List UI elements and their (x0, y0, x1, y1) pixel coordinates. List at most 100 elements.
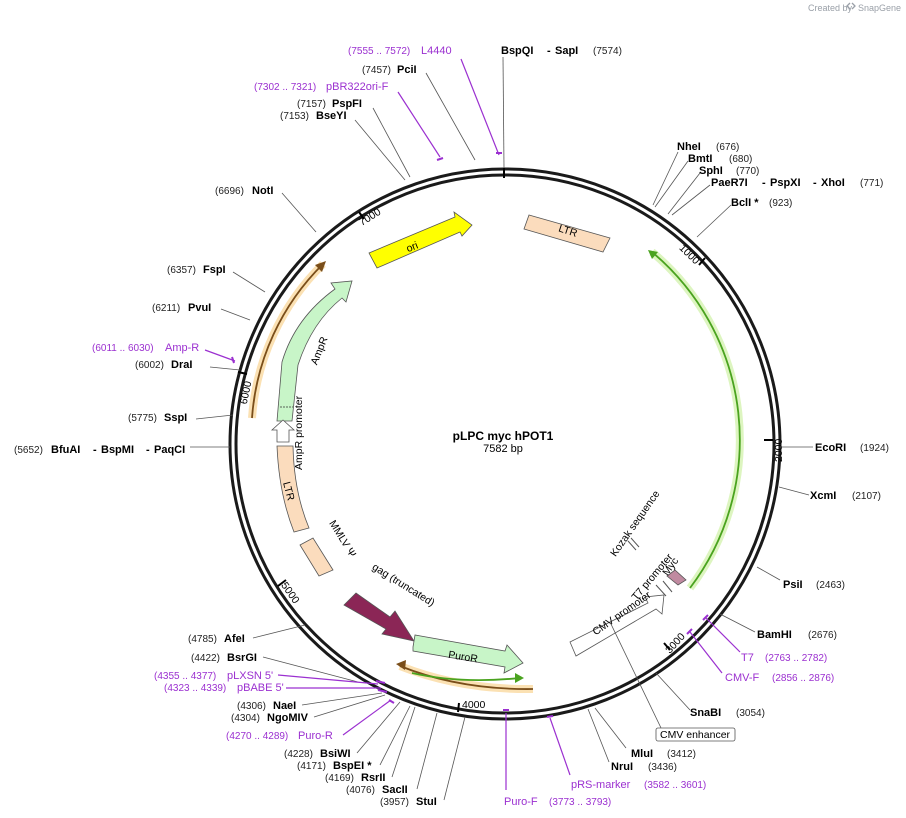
feature-ampr-promoter[interactable]: AmpR promoter (270, 395, 305, 470)
primer-pbabe[interactable]: (4323 .. 4339) pBABE 5' (164, 682, 284, 694)
primer-plxsn[interactable]: (4355 .. 4377) pLXSN 5' (154, 670, 273, 682)
site-bamhi[interactable]: BamHI (2676) (757, 629, 837, 641)
site-paer7i[interactable]: PaeR7I - PspXI - XhoI (771) (711, 177, 883, 189)
site-ecori[interactable]: EcoRI (1924) (815, 442, 889, 454)
site-nhei[interactable]: NheI (676) (677, 141, 739, 153)
feature-ori[interactable]: ori (368, 211, 473, 269)
primer-l4440[interactable]: (7555 .. 7572) L4440 (348, 45, 452, 57)
paer7i-dash-1: - (762, 177, 766, 189)
naei-name: NaeI (273, 700, 296, 712)
leader-t7 (705, 617, 741, 653)
site-drai[interactable]: (6002) DraI (135, 359, 192, 371)
bspqi-name: BspQI (501, 45, 533, 57)
kozak-mark-2 (630, 537, 640, 548)
ori-arrow (368, 211, 473, 269)
site-sphi[interactable]: SphI (770) (699, 165, 759, 177)
mark-prs (546, 715, 554, 718)
mark-puror-primer (388, 699, 395, 704)
feature-puror[interactable]: PuroR (412, 634, 524, 674)
mlui-pos: (3412) (667, 749, 696, 760)
leader-prs (549, 717, 571, 776)
leader-paer7i (671, 184, 711, 216)
site-pcii[interactable]: (7457) PciI (362, 64, 417, 76)
ecori-name: EcoRI (815, 442, 846, 454)
gag-label: gag (truncated) (370, 561, 437, 609)
site-naei[interactable]: (4306) NaeI (237, 700, 296, 712)
cmv-enhancer-label: CMV enhancer (660, 729, 731, 741)
site-pspfi[interactable]: (7157) PspFI (297, 98, 362, 110)
site-snabi[interactable]: SnaBI (3054) (690, 707, 765, 719)
ampr-label: AmpR (308, 335, 330, 367)
xcmi-pos: (2107) (852, 491, 881, 502)
pcii-name: PciI (397, 64, 417, 76)
primer-ampr[interactable]: (6011 .. 6030) Amp-R (92, 342, 199, 354)
plasmid-name: pLPC myc hPOT1 (453, 429, 554, 443)
feature-cmv-promoter[interactable]: CMV promoter (569, 589, 665, 657)
orf-line-bottom (399, 665, 534, 690)
feature-gag[interactable]: gag (truncated) (343, 561, 437, 642)
myc-mark (662, 580, 673, 593)
site-ngomiv[interactable]: (4304) NgoMIV (231, 712, 309, 724)
afei-pos: (4785) (188, 634, 217, 645)
primer-pbr322[interactable]: (7302 .. 7321) pBR322ori-F (254, 81, 389, 93)
site-nrui[interactable]: NruI (3436) (611, 761, 677, 773)
rsrii-name: RsrII (361, 772, 385, 784)
leader-bamhi (719, 613, 756, 633)
feature-ltr-left[interactable]: LTR (276, 445, 310, 533)
site-noti[interactable]: (6696) NotI (215, 185, 273, 197)
site-bfuai[interactable]: (5652) BfuAI - BspMI - PaqCI (14, 444, 185, 456)
feature-cmv-enhancer[interactable]: CMV enhancer (609, 621, 736, 742)
primer-cmvf[interactable]: CMV-F (2856 .. 2876) (725, 672, 834, 684)
drai-pos: (6002) (135, 360, 164, 371)
snabi-pos: (3054) (736, 708, 765, 719)
paer7i-name: PaeR7I (711, 177, 748, 189)
primer-t7[interactable]: T7 (2763 .. 2782) (741, 652, 827, 664)
pcii-pos: (7457) (362, 65, 391, 76)
site-psii[interactable]: PsiI (2463) (783, 579, 845, 591)
site-stui[interactable]: (3957) StuI (380, 796, 437, 808)
site-xcmi[interactable]: XcmI (2107) (810, 490, 881, 502)
l4440-name: L4440 (421, 45, 452, 57)
site-sacii[interactable]: (4076) SacII (346, 784, 408, 796)
mark-cmvf (686, 628, 693, 635)
myc-box (666, 569, 687, 586)
cmv-enhancer-box (655, 727, 736, 742)
site-fspi[interactable]: (6357) FspI (167, 264, 226, 276)
site-afei[interactable]: (4785) AfeI (188, 633, 245, 645)
site-bspei[interactable]: (4171) BspEI * (297, 760, 372, 772)
site-pvui[interactable]: (6211) PvuI (152, 302, 211, 314)
tick-1000 (698, 257, 706, 266)
site-bseyi[interactable]: (7153) BseYI (280, 110, 347, 122)
feature-ltr-top[interactable]: LTR (523, 214, 611, 253)
site-mlui[interactable]: MluI (3412) (631, 748, 696, 760)
primer-puror[interactable]: (4270 .. 4289) Puro-R (226, 730, 333, 742)
site-bcli[interactable]: BclI * (923) (731, 197, 792, 209)
mmlv-label: MMLV Ψ (326, 518, 358, 560)
bsrgi-pos: (4422) (191, 653, 220, 664)
tick-7000 (358, 211, 365, 220)
site-rsrii[interactable]: (4169) RsrII (325, 772, 385, 784)
ltr-top-label: LTR (557, 223, 579, 240)
site-bsrgi[interactable]: (4422) BsrGI (191, 652, 257, 664)
primer-purof[interactable]: Puro-F (3773 .. 3793) (504, 796, 611, 808)
fspi-pos: (6357) (167, 265, 196, 276)
mark-ampr-primer (231, 356, 235, 364)
sapi-name-2: SapI (555, 45, 578, 57)
t7-promoter-mark (655, 584, 667, 597)
stui-pos: (3957) (380, 797, 409, 808)
ltr-left-label: LTR (280, 480, 297, 502)
site-bspqi[interactable]: BspQI - SapI (7574) (501, 45, 622, 57)
leader-cmvf (689, 631, 723, 674)
orf-arrow-bottom-green (515, 673, 524, 683)
ngomiv-name: NgoMIV (267, 712, 309, 724)
leader-noti (281, 192, 317, 233)
feature-kozak[interactable]: Kozak sequence (608, 488, 662, 559)
site-bmti[interactable]: BmtI (680) (688, 153, 752, 165)
site-bsiwi[interactable]: (4228) BsiWI (284, 748, 351, 760)
bfuai-dash-2: - (146, 444, 150, 456)
primer-prs[interactable]: pRS-marker (3582 .. 3601) (571, 779, 706, 791)
prs-range: (3582 .. 3601) (644, 780, 706, 791)
pbabe-range: (4323 .. 4339) (164, 683, 226, 694)
plasmid-size: 7582 bp (483, 443, 523, 455)
site-sspi[interactable]: (5775) SspI (128, 412, 187, 424)
